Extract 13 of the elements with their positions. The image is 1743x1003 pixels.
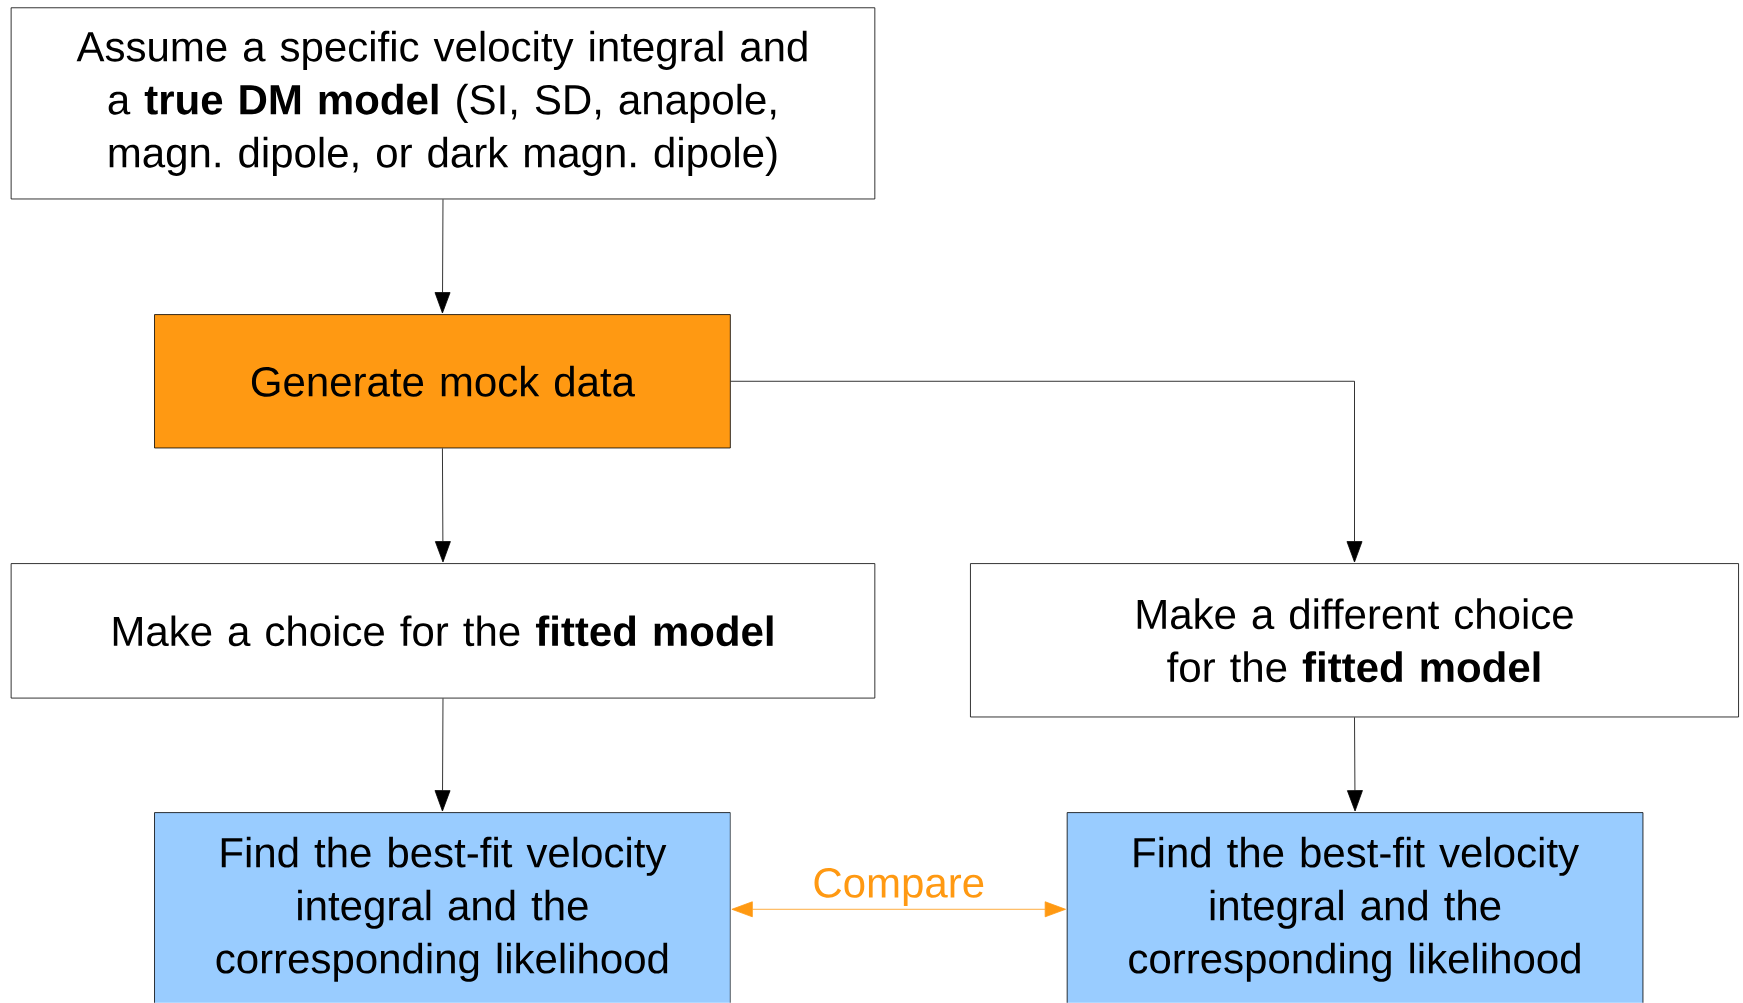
- process-box: Make a choice for the fitted model: [10, 563, 876, 699]
- arrow: [731, 901, 1066, 918]
- edge-label: Compare: [811, 867, 987, 908]
- arrow: [434, 199, 451, 314]
- result-box: Find the best-fit velocity integral and the corresponding likelihood: [1066, 812, 1644, 1003]
- text-box: Assume a specific velocity integral and a true DM model (SI, SD, anapole, magn. dipole, or dark magn. dipole): [10, 7, 876, 200]
- arrow: [730, 381, 1363, 563]
- arrow: [434, 698, 451, 812]
- arrow: [1347, 717, 1363, 812]
- process-box: Generate mock data: [154, 314, 731, 449]
- process-box: Make a different choice for the fitted model: [970, 563, 1739, 718]
- result-box: Find the best-fit velocity integral and the corresponding likelihood: [154, 812, 731, 1003]
- arrow: [434, 448, 451, 563]
